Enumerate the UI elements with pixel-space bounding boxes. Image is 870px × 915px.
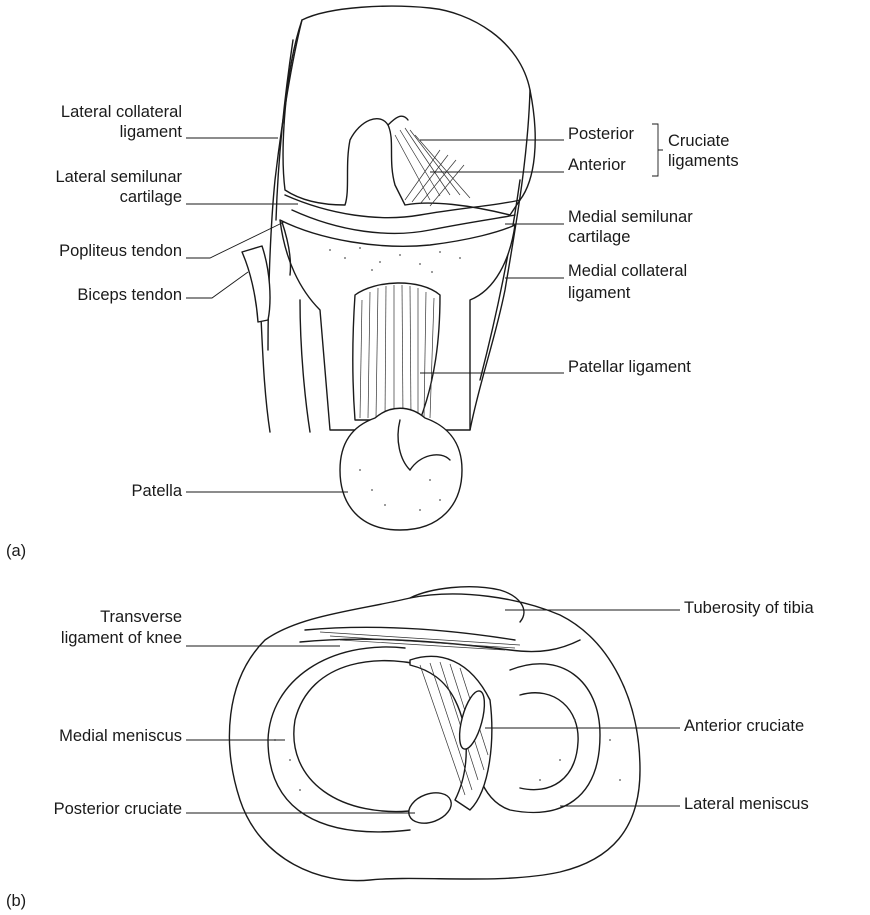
- panel-a-tag: (a): [6, 542, 26, 560]
- label-anterior: Anterior: [568, 156, 626, 174]
- label-cruciate-line2: ligaments: [668, 152, 739, 170]
- patellar-ligament-shape: [353, 283, 440, 420]
- label-popliteus-tendon: Popliteus tendon: [59, 242, 182, 260]
- label-medial-meniscus: Medial meniscus: [59, 727, 182, 745]
- label-transverse-line2: ligament of knee: [61, 629, 182, 647]
- label-medial-semilunar-line1: Medial semilunar: [568, 208, 693, 226]
- panel-b-tag: (b): [6, 892, 26, 910]
- panel-b-drawing: [229, 587, 640, 881]
- label-tuberosity-of-tibia: Tuberosity of tibia: [684, 599, 814, 617]
- femur: [283, 6, 535, 215]
- label-posterior: Posterior: [568, 125, 635, 143]
- biceps-tendon-shape: [242, 246, 270, 322]
- label-cruciate-line1: Cruciate: [668, 132, 729, 150]
- label-anterior-cruciate: Anterior cruciate: [684, 717, 804, 735]
- label-medial-collateral-line1: Medial collateral: [568, 262, 687, 280]
- label-medial-semilunar-line2: cartilage: [568, 228, 630, 246]
- label-transverse-line1: Transverse: [100, 608, 182, 626]
- panel-a-drawing: [242, 6, 535, 530]
- label-lateral-collateral-line1: Lateral collateral: [61, 103, 182, 121]
- label-posterior-cruciate: Posterior cruciate: [54, 800, 182, 818]
- label-patella: Patella: [132, 482, 183, 500]
- label-patellar-ligament: Patellar ligament: [568, 358, 691, 376]
- label-lateral-semilunar-line2: cartilage: [120, 188, 182, 206]
- label-lateral-semilunar-line1: Lateral semilunar: [55, 168, 182, 186]
- cruciate-bracket: [652, 124, 663, 176]
- label-lateral-collateral-line2: ligament: [120, 123, 183, 141]
- label-lateral-meniscus: Lateral meniscus: [684, 795, 809, 813]
- label-medial-collateral-line2: ligament: [568, 284, 631, 302]
- label-biceps-tendon: Biceps tendon: [77, 286, 182, 304]
